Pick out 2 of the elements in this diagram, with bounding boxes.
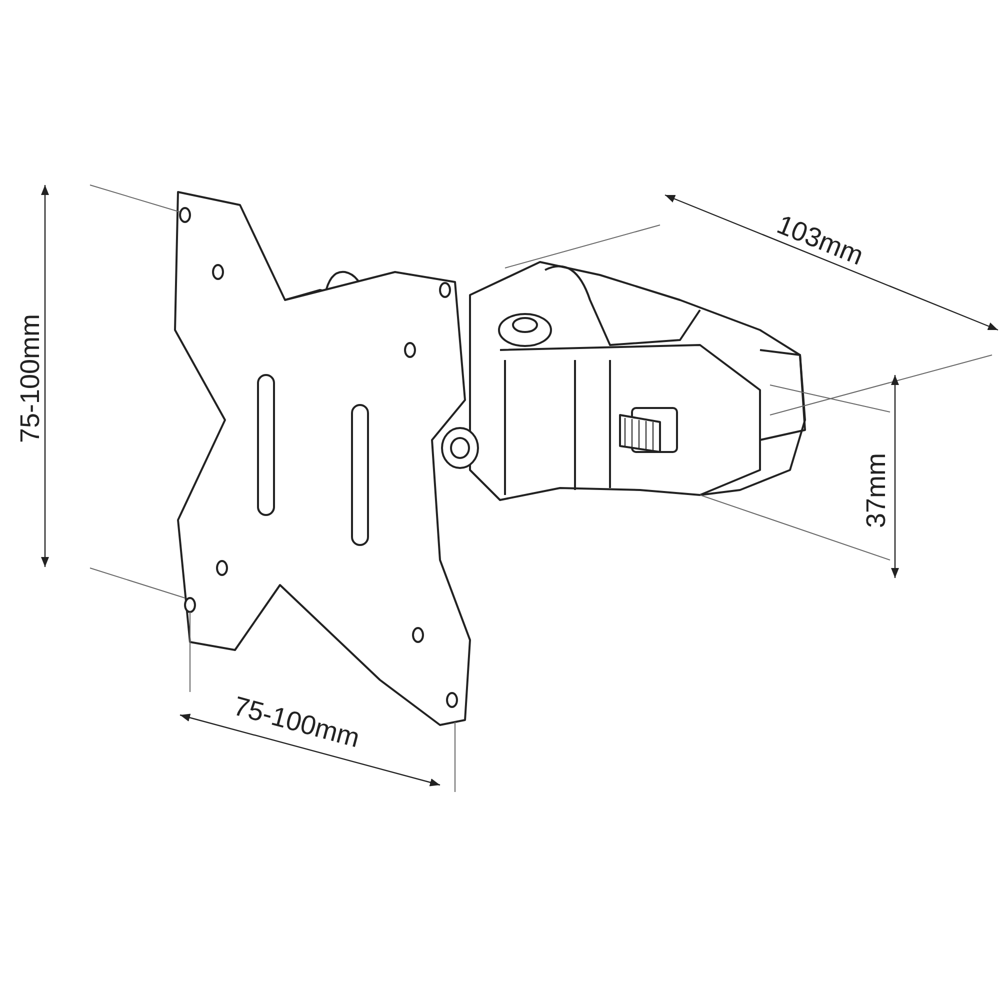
dimension-label: 75-100mm (14, 313, 46, 443)
dimension-label: 37mm (860, 452, 892, 528)
